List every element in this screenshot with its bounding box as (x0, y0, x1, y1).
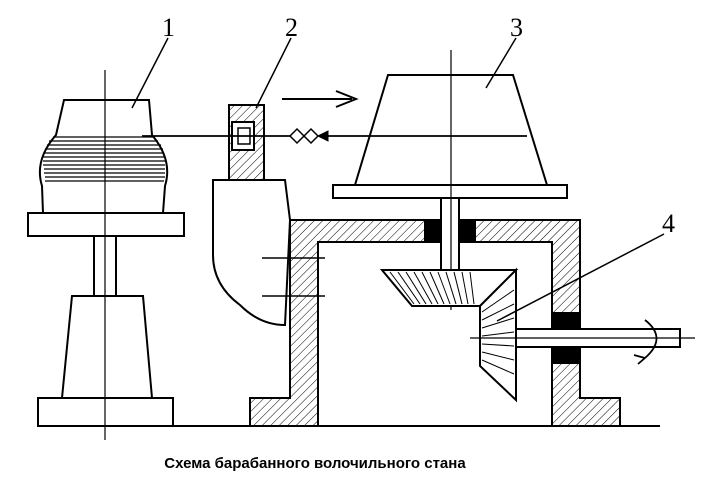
left-pedestal (60, 295, 154, 399)
label-3: 3 (510, 13, 523, 42)
upper-bearing-left (424, 219, 442, 243)
drum-base-plate (332, 184, 568, 199)
leader-1 (131, 37, 169, 109)
vertical-shaft (440, 197, 460, 271)
label-4: 4 (662, 209, 675, 238)
label-2: 2 (285, 13, 298, 42)
wire-marker (288, 127, 306, 145)
wire-direction-arrow (316, 130, 329, 142)
bevel-gear-pair (379, 267, 519, 403)
leader-3 (485, 37, 517, 89)
right-drum-assembly (332, 50, 568, 310)
side-bearing-top (551, 312, 581, 330)
diagram-caption: Схема барабанного волочильного стана (164, 455, 466, 472)
upper-bearing-right (458, 219, 476, 243)
wire-windings (43, 136, 165, 182)
vertical-bevel-gear (479, 267, 517, 403)
rotation-arrow (644, 319, 658, 359)
leader-2 (255, 37, 292, 109)
left-table-plate (27, 212, 185, 237)
side-bearing-bottom (551, 346, 581, 364)
label-1: 1 (162, 13, 175, 42)
die-bracket (212, 179, 292, 327)
left-drum-assembly (27, 70, 185, 440)
leader-4 (496, 233, 665, 322)
